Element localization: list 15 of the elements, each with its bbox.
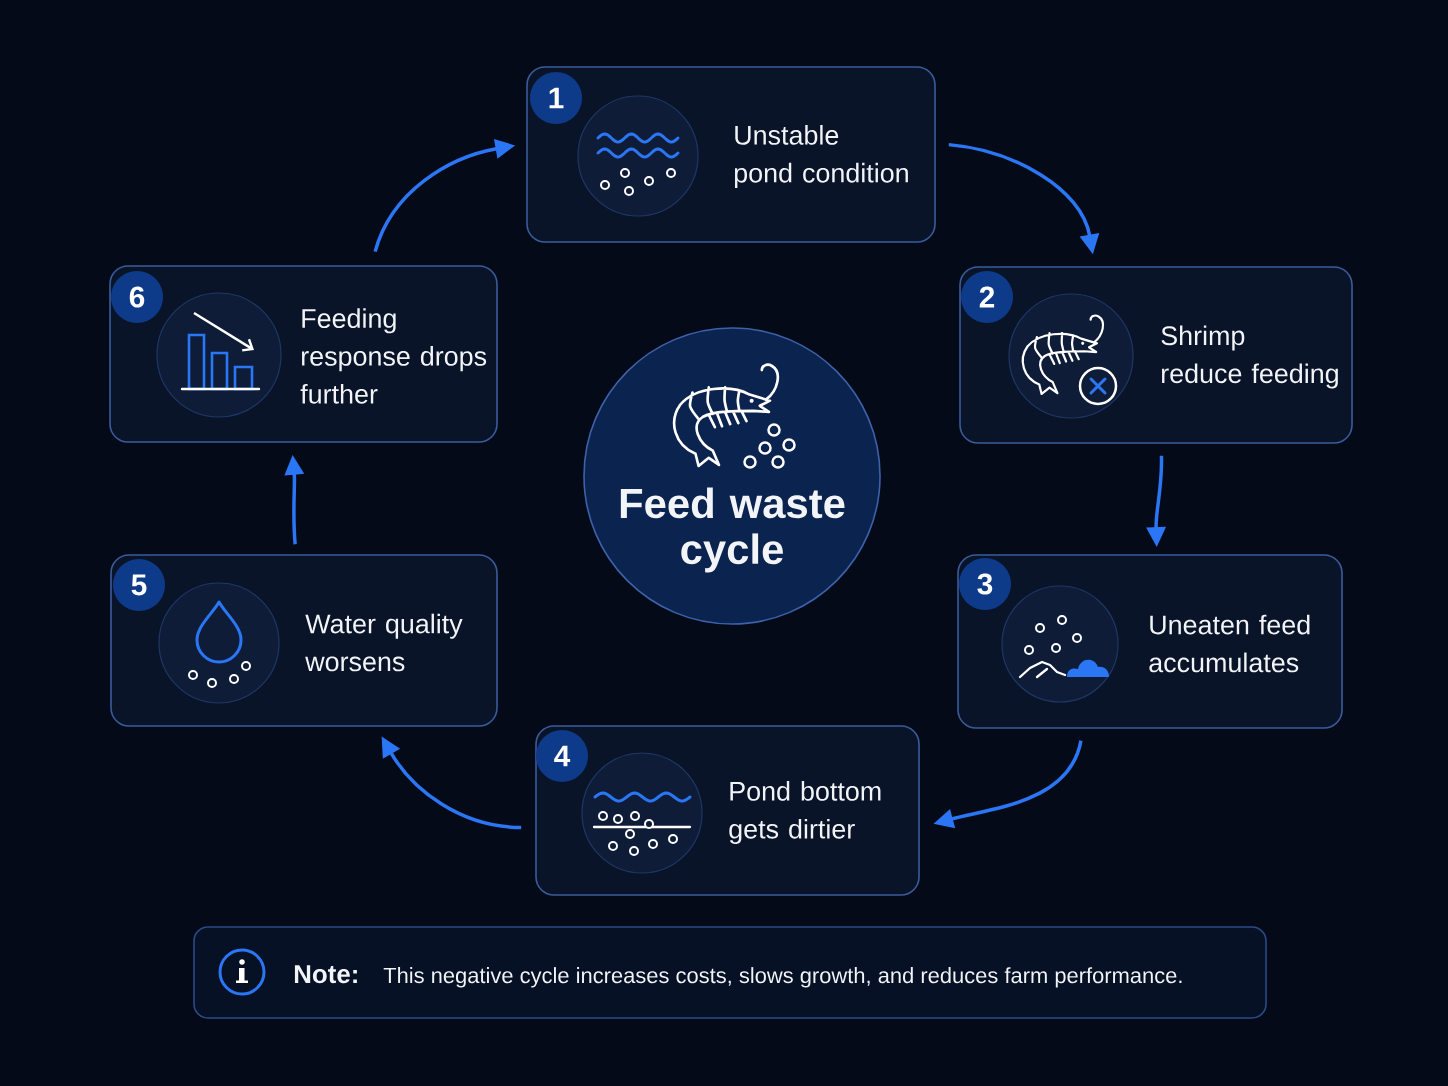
step-number-badge: 6 [111,271,163,323]
step-label: Shrimp reduce feeding [1161,325,1338,389]
step-number-badge: 5 [113,559,165,611]
step-label: Uneaten feed accumulates [1149,614,1310,673]
center-title: Feed waste cycle [620,487,845,573]
step-label: Pond bottom gets dirtier [729,781,881,844]
note-text: This negative cycle increases costs, slows growth, and reduces farm performance. [383,967,1182,988]
step-label: Unstable pond condition [734,125,908,188]
step-number-badge: 3 [959,558,1011,610]
step-number-badge: 1 [530,72,582,124]
step-label: Feeding response drops further [300,308,487,404]
step-label: Water quality worsens [305,613,463,672]
note-heading: Note: [294,965,357,984]
step-number-badge: 4 [536,730,588,782]
step-number-badge: 2 [961,271,1013,323]
